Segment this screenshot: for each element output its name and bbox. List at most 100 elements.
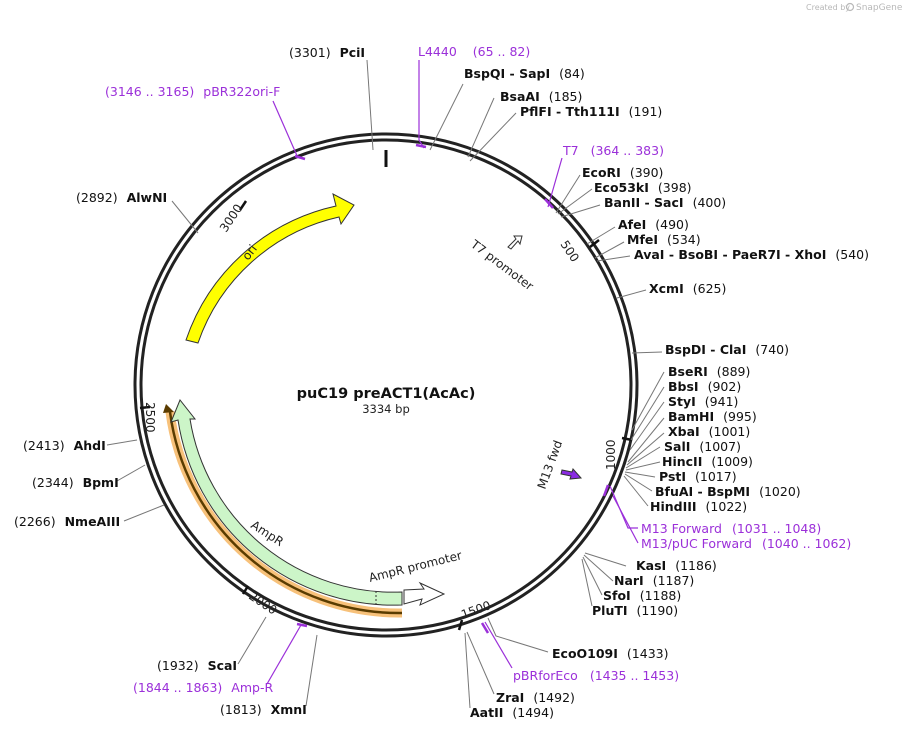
xmni-leader (305, 634, 318, 707)
site-ecoo109i[interactable]: EcoO109I(1433) (552, 646, 668, 661)
site-sali[interactable]: SalI(1007) (664, 439, 741, 454)
m13-puc-forward-leader (612, 495, 639, 544)
site-bpmi[interactable]: (2344)BpmI (32, 475, 119, 490)
site-hincii[interactable]: HincII(1009) (662, 454, 753, 469)
bbsi-leader (630, 386, 665, 441)
mfei-leader (594, 241, 625, 259)
primer-pbr322ori-f[interactable]: (3146 .. 3165)pBR322ori-F (105, 84, 280, 99)
primer-amp-r[interactable]: (1844 .. 1863)Amp-R (133, 680, 273, 695)
site-psti[interactable]: PstI(1017) (659, 469, 737, 484)
pbr322ori-leader (272, 100, 299, 159)
site-ahdi[interactable]: (2413)AhdI (23, 438, 106, 453)
xbai-leader (626, 432, 665, 466)
primer-t7[interactable]: T7(364 .. 383) (562, 143, 664, 158)
ecori-leader (555, 174, 581, 214)
restriction-sites: (3301)PciI BspQI - SapI(84) BsaAI(185) P… (14, 45, 869, 720)
backbone-inner-ring (139, 138, 633, 632)
plasmid-name: puC19 preACT1(AcAc) (297, 386, 476, 402)
zrai-leader (466, 631, 495, 695)
bamhi-leader (627, 417, 665, 463)
ampr-promoter-arrow[interactable] (403, 581, 446, 606)
primer-m13-forward[interactable]: M13 Forward(1031 .. 1048) (641, 521, 821, 536)
ori-feature-arrow[interactable] (185, 193, 355, 344)
tick-3000-mark (238, 200, 248, 211)
bspqi-leader (429, 83, 464, 151)
ecoo109i-leader (487, 617, 549, 653)
site-bfuai[interactable]: BfuAI - BspMI(1020) (655, 484, 801, 499)
pluti-leader (581, 558, 593, 607)
site-xbai[interactable]: XbaI(1001) (668, 424, 750, 439)
styi-leader (629, 401, 665, 451)
site-bspqi[interactable]: BspQI - SapI(84) (464, 66, 585, 81)
avai-leader (596, 255, 631, 262)
tick-1000-mark (621, 436, 633, 442)
primer-pbrforeco[interactable]: pBRforEco(1435 .. 1453) (513, 668, 679, 683)
site-bseri[interactable]: BseRI(889) (668, 364, 750, 379)
site-bamhi[interactable]: BamHI(995) (668, 409, 757, 424)
site-alwni[interactable]: (2892)AlwNI (76, 190, 167, 205)
site-sfoi[interactable]: SfoI(1188) (603, 588, 681, 603)
site-styi[interactable]: StyI(941) (668, 394, 738, 409)
bseri-leader (631, 371, 665, 431)
site-aatii[interactable]: AatII(1494) (470, 705, 554, 720)
site-nmeaiii[interactable]: (2266)NmeAIII (14, 514, 120, 529)
m13-forward-binding-mark (602, 484, 610, 497)
site-pcii[interactable]: (3301)PciI (289, 45, 365, 60)
site-kasi[interactable]: KasI(1186) (636, 558, 717, 573)
amp-r-binding-mark (296, 622, 308, 628)
hindiii-leader (623, 475, 649, 507)
scai-leader (237, 616, 267, 665)
site-hindiii[interactable]: HindIII(1022) (650, 499, 747, 514)
site-eco53ki[interactable]: Eco53kI(398) (594, 180, 692, 195)
eco53ki-leader (557, 188, 593, 215)
bsaai-leader (467, 97, 495, 158)
ampr-feature-arrow[interactable] (170, 399, 403, 606)
ahdi-leader (106, 439, 138, 446)
site-afei[interactable]: AfeI(490) (618, 217, 689, 232)
site-xcmi[interactable]: XcmI(625) (649, 281, 726, 296)
site-pflfi[interactable]: PflFI - Tth111I(191) (520, 104, 662, 119)
site-scai[interactable]: (1932)ScaI (157, 658, 237, 673)
tick-500-mark (589, 239, 600, 248)
site-avai[interactable]: AvaI - BsoBI - PaeR7I - XhoI(540) (634, 247, 869, 262)
plasmid-length: 3334 bp (362, 402, 410, 416)
site-mfei[interactable]: MfeI(534) (627, 232, 701, 247)
pcii-leader (366, 59, 374, 151)
sfoi-leader (582, 556, 603, 596)
ampr-highlight-line (168, 411, 403, 615)
ampr-highlight-arrowhead (163, 404, 174, 413)
aatii-leader (464, 632, 471, 709)
site-zrai[interactable]: ZraI(1492) (496, 690, 575, 705)
bpmi-leader (116, 464, 146, 482)
site-xmni[interactable]: (1813)XmnI (220, 702, 307, 717)
tick-3000-label: 3000 (217, 202, 246, 235)
backbone (133, 132, 639, 638)
nmeaiii-leader (123, 504, 165, 522)
primer-m13-puc-forward[interactable]: M13/pUC Forward(1040 .. 1062) (641, 536, 851, 551)
tick-1500-mark (457, 619, 464, 631)
snapgene-logo-icon (845, 2, 855, 12)
site-bsaai[interactable]: BsaAI(185) (500, 89, 582, 104)
site-banii[interactable]: BanII - SacI(400) (604, 195, 726, 210)
m13-fwd-arrow[interactable] (560, 468, 583, 480)
site-nari[interactable]: NarI(1187) (614, 573, 694, 588)
xcmi-leader (616, 289, 647, 299)
primer-l4440[interactable]: L4440(65 .. 82) (418, 44, 530, 59)
site-bspdi[interactable]: BspDI - ClaI(740) (665, 342, 789, 357)
site-ecori[interactable]: EcoRI(390) (582, 165, 663, 180)
tick-2500-label: 2500 (143, 402, 157, 433)
tick-2500-mark (139, 405, 151, 410)
t7-promoter-label: T7 promoter (467, 237, 536, 294)
banii-leader (560, 204, 601, 218)
hincii-leader (625, 461, 661, 471)
t7-binding-mark (544, 198, 554, 209)
pflfi-leader (469, 112, 517, 162)
site-bbsi[interactable]: BbsI(902) (668, 379, 741, 394)
primers: L4440(65 .. 82) (3146 .. 3165)pBR322ori-… (105, 44, 851, 695)
kasi-leader (584, 552, 627, 567)
m13-forward-leader (609, 485, 638, 529)
site-pluti[interactable]: PluTI(1190) (592, 603, 678, 618)
primer-leader-lines (266, 60, 639, 685)
pbr322ori-binding-mark (294, 154, 306, 161)
t7-promoter-arrow[interactable] (507, 235, 523, 250)
